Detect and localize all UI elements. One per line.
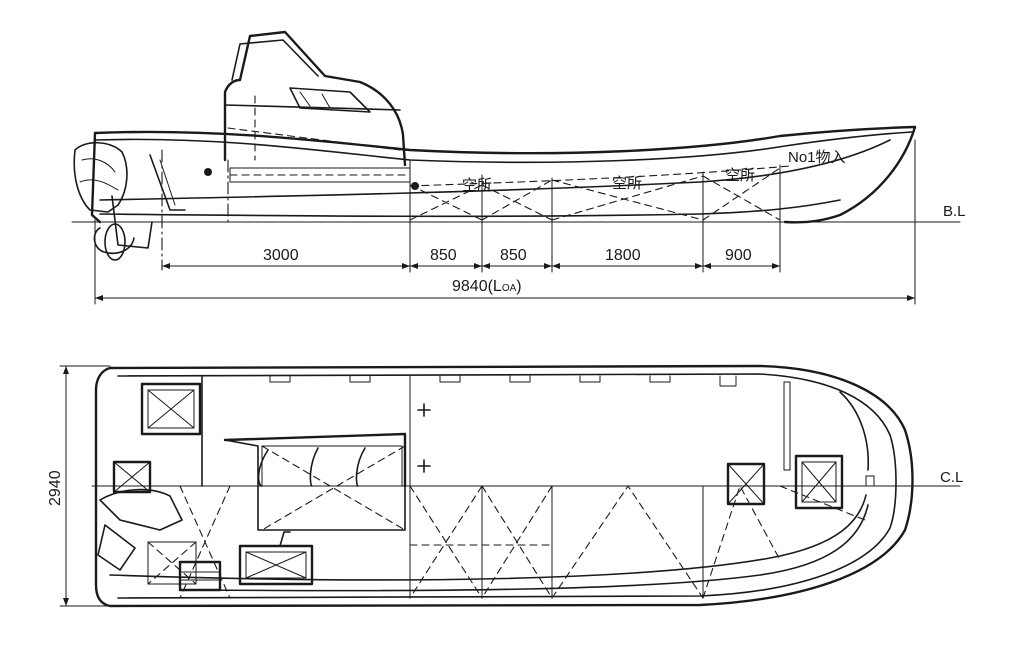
plan-chine [199, 504, 869, 592]
dimension-label: 3000 [263, 247, 299, 264]
bow-rail [839, 391, 870, 471]
lower-hatch [238, 531, 314, 586]
compartment-label: 空所 [462, 177, 492, 194]
hold-label: No1物入 [788, 149, 846, 166]
hatch-cover [140, 382, 202, 436]
deck-fittings-row [269, 375, 737, 387]
dimension-label: 850 [500, 247, 527, 264]
compartment-label: 空所 [612, 175, 642, 192]
baseline-label: B.L [943, 203, 966, 220]
hull-gunwale-line [94, 131, 913, 164]
fitting-dot [204, 168, 212, 176]
hull-transom [90, 131, 102, 224]
bow-fitting [865, 475, 875, 487]
beam-dimension [59, 365, 111, 607]
dimension-segments [161, 263, 781, 269]
dimension-label: 1800 [605, 247, 641, 264]
hull-bow-stem [783, 125, 917, 224]
helm-console [223, 432, 407, 531]
centerline-label: C.L [940, 469, 963, 486]
plan-compartment-crosses [179, 485, 866, 599]
stern-hatch [112, 460, 152, 494]
forward-hatch [726, 462, 766, 506]
hull-chine-line [99, 139, 891, 201]
dimension-label: 850 [430, 247, 457, 264]
beam-label: 2940 [47, 470, 64, 506]
plan-hull-inner [117, 373, 897, 599]
dimension-label: 900 [725, 247, 752, 264]
compartment-crosses [409, 165, 791, 221]
outboard-engine [73, 141, 186, 261]
side-view: B.L [71, 30, 966, 305]
overall-length-label: 9840(LOA) [452, 278, 522, 295]
plan-chine-2 [109, 494, 867, 581]
deck-markers [417, 403, 431, 473]
bulkheads [161, 149, 781, 273]
bow-hatch [794, 454, 844, 510]
compartment-label: 空所 [725, 167, 755, 184]
plan-bow-bulkhead [783, 381, 791, 471]
overall-length-dimension [94, 139, 916, 305]
wheelhouse [223, 30, 407, 167]
hull-sheer-line [93, 125, 917, 155]
plan-view: C.L [47, 364, 963, 608]
plan-hull-outline [94, 364, 914, 608]
